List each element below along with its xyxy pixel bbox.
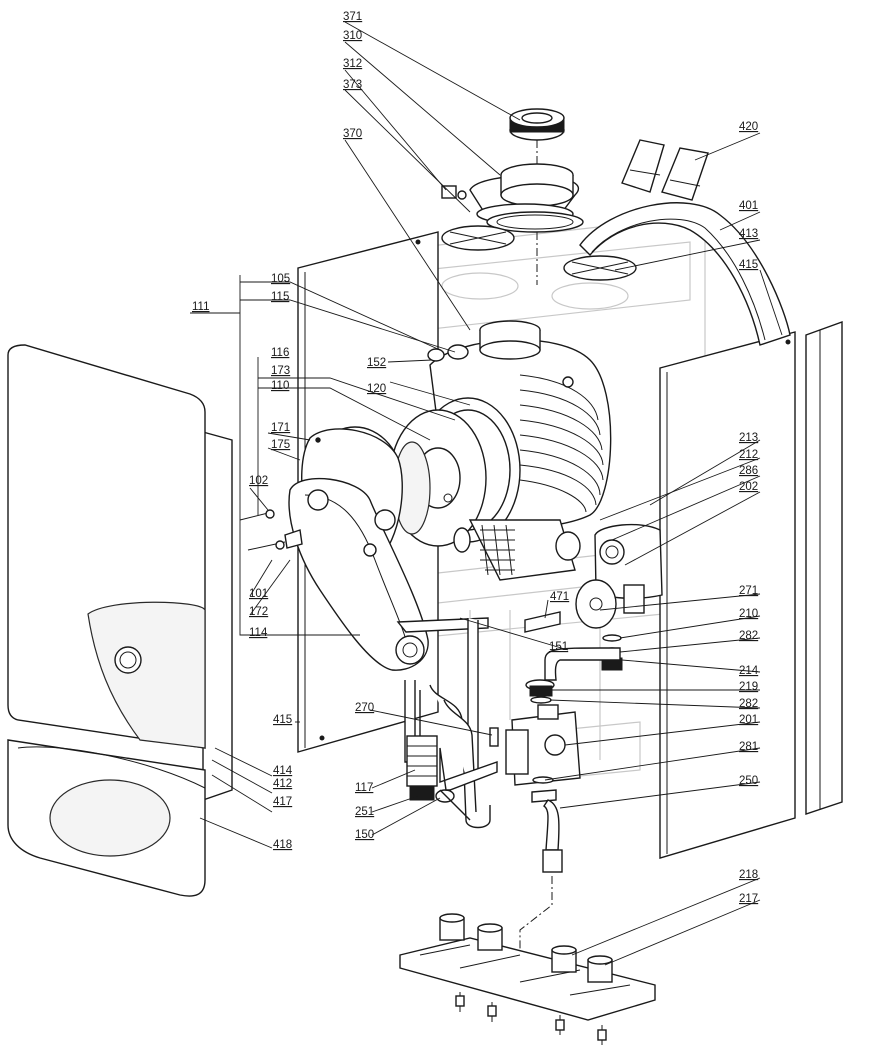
temperature-sensor <box>427 344 469 362</box>
part-label-114: 114 <box>249 627 268 639</box>
bracket-wedge <box>524 611 561 633</box>
part-label-175: 175 <box>271 439 290 451</box>
part-label-219: 219 <box>739 681 758 693</box>
pump-head <box>575 579 617 629</box>
part-label-210: 210 <box>739 608 758 620</box>
part-label-212: 212 <box>739 449 758 461</box>
part-label-251: 251 <box>355 806 374 818</box>
part-label-420: 420 <box>739 121 758 133</box>
part-label-271: 271 <box>739 585 758 597</box>
part-label-173: 173 <box>271 365 290 377</box>
front-right-strip <box>805 321 843 815</box>
part-label-310: 310 <box>343 30 362 42</box>
part-label-213: 213 <box>739 432 758 444</box>
flue-adaptor <box>469 163 579 225</box>
pump-manifold <box>594 523 663 614</box>
part-label-151: 151 <box>549 641 568 653</box>
condensate-box <box>453 519 581 581</box>
part-label-413: 413 <box>739 228 758 240</box>
bottom-cover <box>7 739 206 897</box>
part-label-281: 281 <box>739 741 758 753</box>
cover-gasket-left <box>441 225 515 251</box>
part-label-217: 217 <box>739 893 758 905</box>
part-label-401: 401 <box>739 200 758 212</box>
siphon <box>406 735 438 801</box>
part-label-116: 116 <box>271 347 289 359</box>
valve-inlet-pipe <box>525 647 621 704</box>
part-label-214: 214 <box>739 665 759 677</box>
electrodes <box>239 509 303 551</box>
fan-assembly <box>288 477 429 671</box>
part-label-417: 417 <box>273 796 292 808</box>
part-label-286: 286 <box>739 465 758 477</box>
part-label-373: 373 <box>343 79 362 91</box>
flue-cap <box>509 108 565 141</box>
front-case <box>7 344 233 801</box>
flue-gasket <box>486 211 584 233</box>
gas-elbow <box>531 776 563 873</box>
bottom-fittings <box>455 992 607 1045</box>
part-label-270: 270 <box>355 702 374 714</box>
part-label-110: 110 <box>271 380 289 392</box>
part-label-414: 414 <box>273 765 293 777</box>
part-label-120: 120 <box>367 383 386 395</box>
part-labels: 371 310 312 373 370 420 401 413 415 105 … <box>192 11 759 905</box>
part-label-250: 250 <box>739 775 758 787</box>
part-label-105: 105 <box>271 273 290 285</box>
part-label-117: 117 <box>355 782 373 794</box>
connection-plate <box>399 913 656 1021</box>
part-label-218: 218 <box>739 869 758 881</box>
valve-adjuster <box>489 727 499 747</box>
part-label-102: 102 <box>249 475 268 487</box>
part-label-418: 418 <box>273 839 292 851</box>
part-label-111: 111 <box>192 301 209 313</box>
connection-pipe <box>439 747 498 791</box>
cover-gasket-right <box>563 255 637 281</box>
gas-valve <box>505 704 581 786</box>
part-label-371: 371 <box>343 11 362 23</box>
condense-pipe <box>429 684 491 829</box>
right-side-panel <box>659 331 796 859</box>
mounting-brackets <box>621 139 709 201</box>
part-label-202: 202 <box>739 481 758 493</box>
part-label-101: 101 <box>249 588 268 600</box>
part-label-412: 412 <box>273 778 292 790</box>
part-label-312: 312 <box>343 58 362 70</box>
part-label-282-lower: 282 <box>739 698 758 710</box>
leader-lines <box>190 21 783 966</box>
insulation-ring <box>579 202 791 346</box>
part-label-471: 471 <box>550 591 569 603</box>
part-label-115: 115 <box>271 291 289 303</box>
part-label-171: 171 <box>271 422 290 434</box>
part-label-282-upper: 282 <box>739 630 758 642</box>
part-label-370: 370 <box>343 128 362 140</box>
part-label-415-left: 415 <box>273 714 292 726</box>
part-label-172: 172 <box>249 606 268 618</box>
part-label-415-right: 415 <box>739 259 758 271</box>
part-label-201: 201 <box>739 714 758 726</box>
part-label-152: 152 <box>367 357 386 369</box>
part-label-150: 150 <box>355 829 374 841</box>
